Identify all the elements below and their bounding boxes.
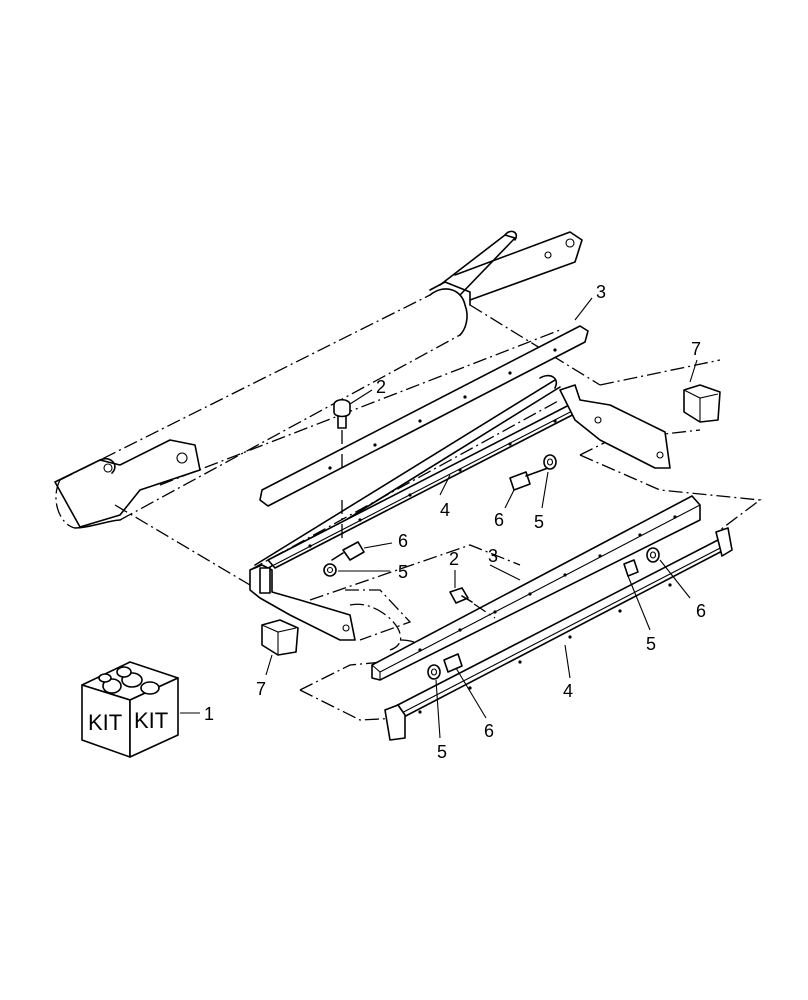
part-5-nut-mid-right bbox=[543, 454, 557, 470]
right-mount-bracket bbox=[559, 384, 671, 469]
left-mount-bracket bbox=[249, 564, 356, 641]
callout-6-upper-right: 6 bbox=[494, 510, 504, 530]
callout-4-upper: 4 bbox=[440, 500, 450, 520]
kit-label-side: KIT bbox=[134, 708, 168, 733]
leader-lines bbox=[180, 297, 698, 739]
callout-7-upper: 7 bbox=[691, 339, 701, 359]
callout-3-lower: 3 bbox=[488, 546, 498, 566]
part-5-nut-mid-left bbox=[323, 563, 337, 577]
part-5-nut-lower-right bbox=[623, 559, 639, 577]
callout-6-lower-right: 6 bbox=[696, 601, 706, 621]
callout-5-lower-left: 5 bbox=[437, 742, 447, 762]
part-4-upper bbox=[267, 401, 583, 569]
kit-label-front: KIT bbox=[88, 710, 122, 735]
part-6-bolt-lower-right bbox=[646, 547, 660, 563]
part-7-pad-left bbox=[261, 619, 299, 656]
part-7-pad-right bbox=[683, 384, 721, 423]
callout-3-upper: 3 bbox=[596, 282, 606, 302]
callout-2-lower: 2 bbox=[449, 549, 459, 569]
callout-6-upper-left: 6 bbox=[398, 531, 408, 551]
part-6-bolt-mid-left bbox=[331, 541, 365, 561]
callout-4-lower: 4 bbox=[563, 681, 573, 701]
upper-pivot-arms bbox=[429, 230, 583, 306]
kit-box: KIT KIT bbox=[81, 661, 179, 758]
callout-7-lower: 7 bbox=[256, 679, 266, 699]
part-2-bolt-lower bbox=[449, 587, 496, 619]
callout-1: 1 bbox=[204, 704, 214, 724]
frame-tube bbox=[54, 288, 468, 529]
callout-6-lower-left: 6 bbox=[484, 721, 494, 741]
callout-5-upper-left: 5 bbox=[398, 562, 408, 582]
callout-2-upper: 2 bbox=[376, 377, 386, 397]
part-5-nut-lower-left bbox=[427, 664, 441, 680]
part-2-bolt-upper bbox=[333, 398, 351, 540]
phantom-outlines bbox=[114, 304, 762, 721]
part-6-bolt-lower-left bbox=[443, 653, 463, 673]
callout-5-lower-right: 5 bbox=[646, 634, 656, 654]
callout-5-upper-right: 5 bbox=[534, 512, 544, 532]
callouts: 1 2 2 3 3 4 4 5 5 5 5 6 6 6 6 7 7 bbox=[204, 282, 706, 762]
part-3-lower bbox=[371, 495, 701, 681]
part-6-bolt-mid-right bbox=[509, 467, 549, 491]
part-4-lower bbox=[384, 527, 733, 741]
